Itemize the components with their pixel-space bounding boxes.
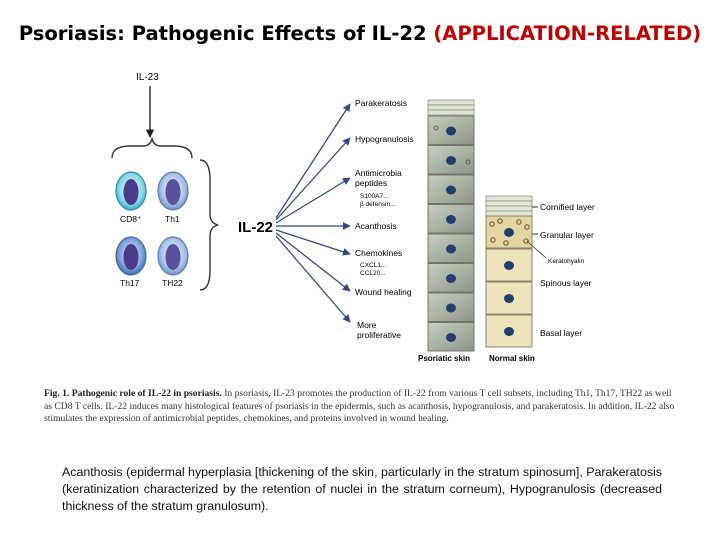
effect-chemokines: Chemokines [355,248,402,258]
psoriatic-cell [427,115,475,145]
keratohyalin-granule [465,159,471,165]
th17-cell [115,236,147,276]
cd8-cell [115,171,147,211]
arrow-parakeratosis [275,103,351,219]
keratohyalin-granule [433,125,439,131]
psoriatic-cell [427,145,475,175]
th22-label: TH22 [162,278,183,288]
granular-dots [489,218,530,246]
title-main: Psoriasis: Pathogenic Effects of IL-22 [18,22,434,45]
normal-basal-cell [485,314,533,348]
psoriatic-cell [427,263,475,293]
effect-parakeratosis: Parakeratosis [355,98,407,108]
psoriatic-skin-column [427,99,475,352]
definitions-note: Acanthosis (epidermal hyperplasia [thick… [62,465,662,513]
label-basal-layer: Basal layer [540,328,582,338]
normal-spinous-cell [485,281,533,315]
antimicrobial-examples: S100A7... β defensin... [360,193,396,208]
normal-cornified-layer [485,195,533,217]
psoriatic-cell [427,322,475,352]
keratohyalin-leader [526,240,547,259]
slide-title: Psoriasis: Pathogenic Effects of IL-22 (… [0,22,720,45]
th17-label: Th17 [120,278,140,288]
chemokine-examples: CXCL1... CCL20... [360,262,388,277]
effect-hypogranulosis: Hypogranulosis [355,134,414,144]
th22-cell [157,236,189,276]
il23-label: IL-23 [136,72,159,83]
label-keratohyalin: Keratohyalin [548,258,585,265]
psoriatic-cell [427,292,475,322]
label-spinous-layer: Spinous layer [540,278,592,288]
arrow-chemokines [275,229,351,256]
title-highlight: (APPLICATION-RELATED) [433,22,702,45]
caption-body: In psoriasis, IL-23 promotes the product… [44,388,675,424]
psoriatic-cell [427,174,475,204]
figure-caption: Fig. 1. Pathogenic role of IL-22 in psor… [44,388,680,426]
label-granular-layer: Granular layer [540,230,594,240]
label-cornified-layer: Cornified layer [540,202,595,212]
th1-label: Th1 [165,214,180,224]
th1-cell [157,171,189,211]
effect-antimicrobial-peptides: Antimicrobia peptides [355,168,404,188]
t-cell-brace [111,136,193,159]
label-normal-skin: Normal skin [489,354,535,363]
effect-more-proliferative: More proliferative [357,320,401,340]
il22-label: IL-22 [238,219,273,236]
label-psoriatic-skin: Psoriatic skin [418,354,470,363]
arrow-wound-healing [275,232,351,292]
psoriatic-cornified-layer [427,99,475,116]
normal-spinous-cell [485,248,533,282]
effect-wound-healing: Wound healing [355,287,412,297]
il22-pathogenesis-diagram: IL-23 CD8⁺ Th1 Th17 TH22 IL-22 Parakerat… [111,72,595,363]
psoriatic-cell [427,204,475,234]
normal-skin-column [485,195,533,348]
cd8-label: CD8⁺ [120,214,142,224]
arrow-hypogranulosis [275,137,351,221]
effect-arrows [275,103,351,323]
t-cell-bracket [199,159,219,291]
effect-acanthosis: Acanthosis [355,221,397,231]
caption-lead: Fig. 1. Pathogenic role of IL-22 in psor… [44,388,222,399]
arrow-antimicrobial [275,177,351,224]
psoriatic-cell [427,233,475,263]
arrow-proliferative [275,235,351,323]
